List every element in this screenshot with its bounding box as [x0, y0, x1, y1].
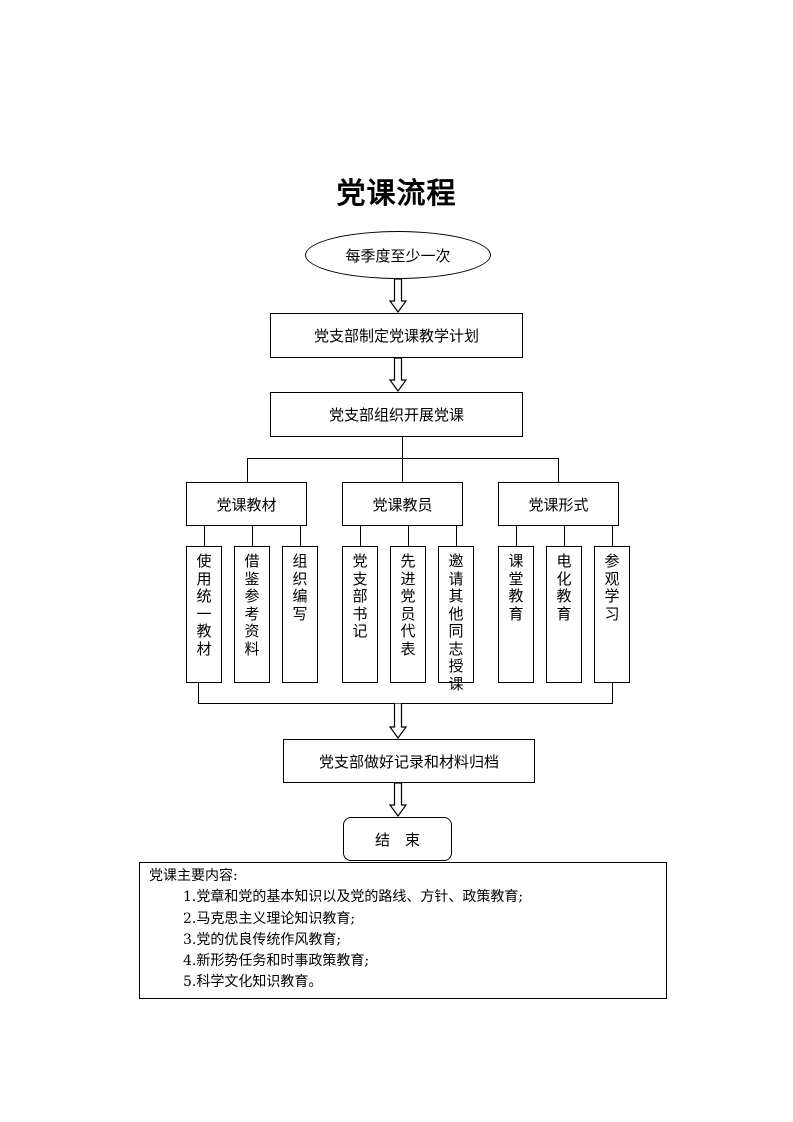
- connector: [252, 526, 254, 546]
- end-label: 结 束: [374, 830, 420, 849]
- plan-box: 党支部制定党课教学计划: [270, 313, 523, 358]
- item-label: 邀请其他同志授课: [448, 552, 464, 693]
- connector: [402, 437, 404, 459]
- record-box: 党支部做好记录和材料归档: [283, 739, 535, 783]
- content-item: 2.马克思主义理论知识教育;: [183, 910, 356, 927]
- arrow-down-icon: [388, 783, 408, 817]
- connector: [558, 458, 560, 482]
- item-label: 党支部书记: [352, 552, 368, 640]
- item-label: 参观学习: [604, 552, 620, 623]
- category-label: 党课形式: [528, 495, 589, 514]
- content-item: 4.新形势任务和时事政策教育;: [183, 953, 370, 970]
- category-box-teachers: 党课教员: [342, 482, 463, 526]
- connector: [198, 683, 200, 704]
- item-label: 先进党员代表: [400, 552, 416, 658]
- item-box: 课堂教育: [498, 546, 534, 683]
- connector: [247, 458, 249, 482]
- connector: [456, 526, 458, 546]
- start-ellipse: 每季度至少一次: [305, 231, 491, 279]
- item-label: 组织编写: [292, 552, 308, 623]
- content-item: 3.党的优良传统作风教育;: [183, 931, 342, 948]
- item-box: 参观学习: [594, 546, 630, 683]
- connector: [612, 526, 614, 546]
- item-box: 邀请其他同志授课: [438, 546, 474, 692]
- category-box-forms: 党课形式: [498, 482, 619, 526]
- category-label: 党课教员: [372, 495, 433, 514]
- connector: [360, 526, 362, 546]
- category-box-materials: 党课教材: [186, 482, 307, 526]
- organize-label: 党支部组织开展党课: [328, 406, 464, 424]
- item-label: 电化教育: [556, 552, 572, 623]
- record-label: 党支部做好记录和材料归档: [318, 752, 499, 771]
- item-label: 课堂教育: [508, 552, 524, 623]
- connector: [564, 526, 566, 546]
- item-box: 电化教育: [546, 546, 582, 683]
- item-box: 先进党员代表: [390, 546, 426, 683]
- organize-box: 党支部组织开展党课: [270, 392, 523, 437]
- item-box: 借鉴参考资料: [234, 546, 270, 683]
- item-label: 借鉴参考资料: [244, 552, 260, 658]
- item-box: 使用统一教材: [186, 546, 222, 683]
- content-heading: 党课主要内容:: [149, 868, 238, 884]
- item-label: 使用统一教材: [196, 552, 212, 658]
- item-box: 组织编写: [282, 546, 318, 683]
- content-item: 5.科学文化知识教育。: [183, 974, 323, 991]
- page-title: 党课流程: [336, 176, 457, 210]
- category-label: 党课教材: [216, 495, 277, 514]
- content-item: 1.党章和党的基本知识以及党的路线、方针、政策教育;: [183, 889, 524, 906]
- connector: [300, 526, 302, 546]
- start-label: 每季度至少一次: [345, 246, 451, 265]
- connector: [204, 526, 206, 546]
- arrow-down-icon: [388, 358, 408, 392]
- connector: [516, 526, 518, 546]
- connector: [612, 683, 614, 704]
- arrow-down-icon: [388, 279, 408, 313]
- arrow-down-icon: [388, 703, 408, 739]
- connector: [408, 526, 410, 546]
- content-box: 党课主要内容: 1.党章和党的基本知识以及党的路线、方针、政策教育; 2.马克思…: [139, 862, 667, 999]
- plan-label: 党支部制定党课教学计划: [313, 327, 479, 345]
- item-box: 党支部书记: [342, 546, 378, 683]
- end-box: 结 束: [343, 817, 452, 861]
- connector: [198, 703, 613, 705]
- connector: [402, 458, 404, 482]
